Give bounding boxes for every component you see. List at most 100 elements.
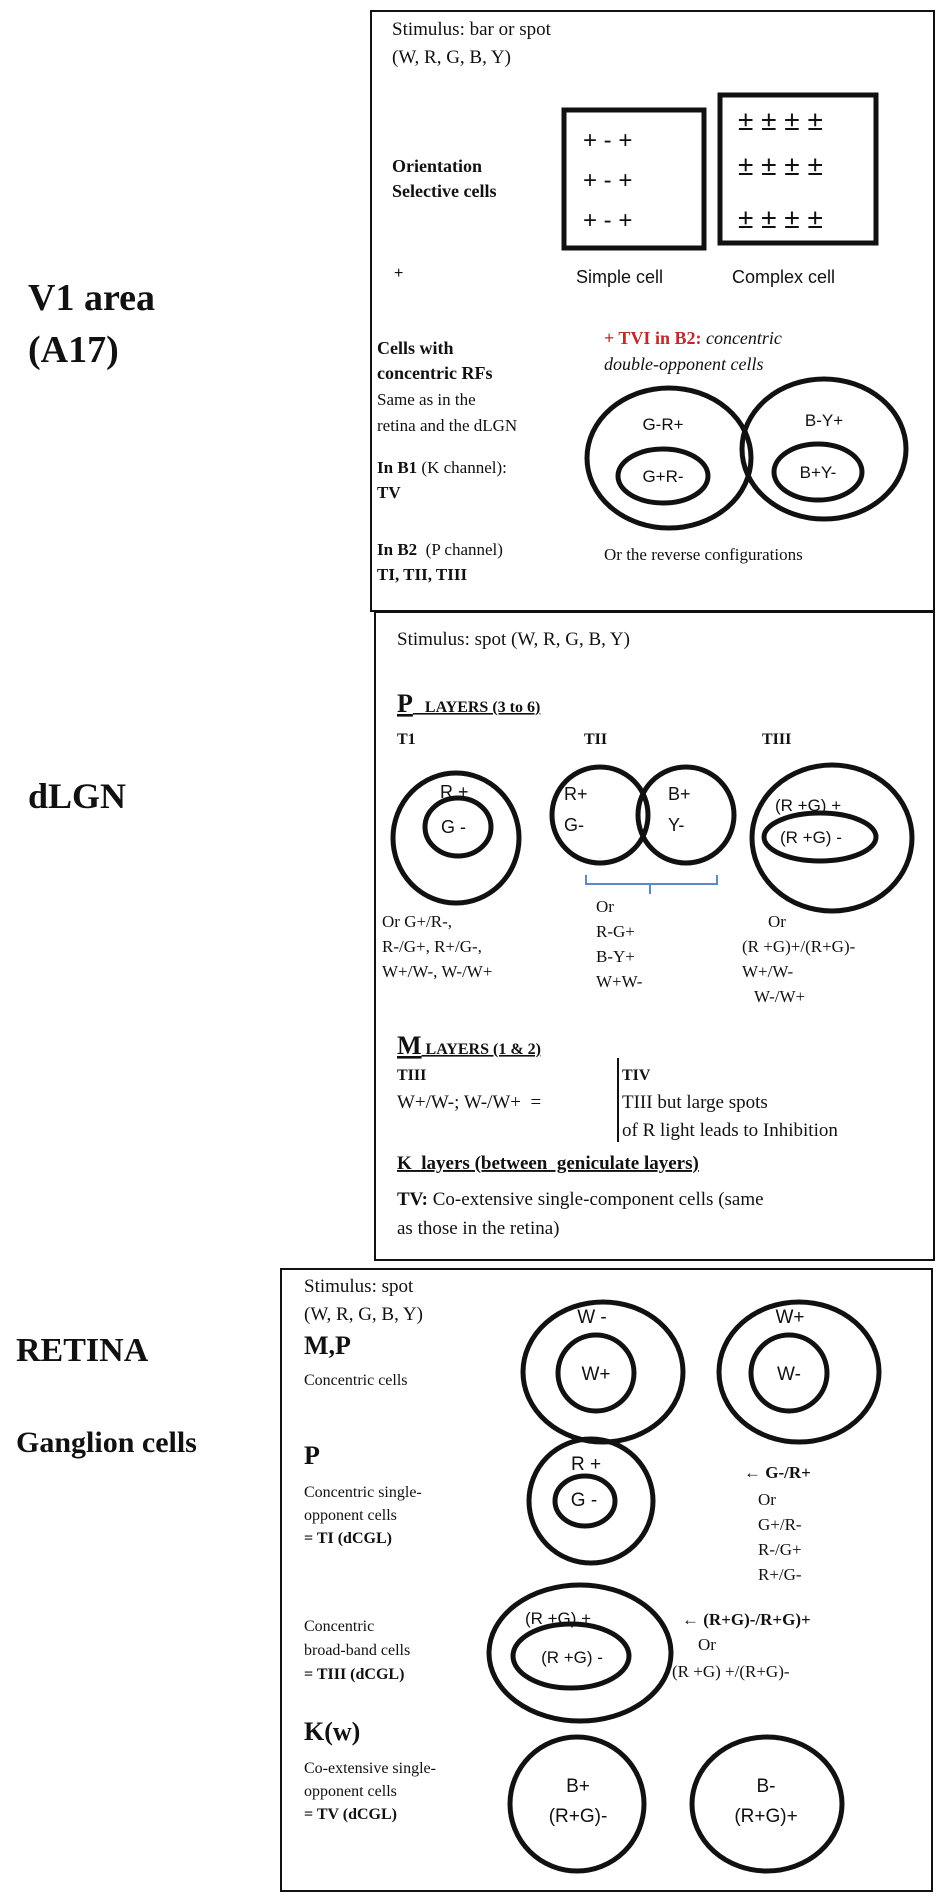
v1-cell1-inner-label: G+R- bbox=[642, 467, 683, 486]
dlgn-t1-inner-ring bbox=[422, 795, 494, 859]
v1-b2-types: TI, TII, TIII bbox=[377, 565, 467, 584]
dlgn-m-layers: LAYERS (1 & 2) bbox=[422, 1041, 541, 1058]
v1-b1-line: In B1 (K channel): bbox=[377, 458, 507, 477]
retina-bb-or-line: Or bbox=[698, 1635, 716, 1654]
dlgn-tii-or-line: W+W- bbox=[596, 972, 643, 991]
retina-k-title: K(w) bbox=[304, 1717, 360, 1746]
dlgn-m-letter: M bbox=[397, 1031, 422, 1060]
retina-p-sub-line: Concentric single- bbox=[304, 1484, 422, 1501]
retina-bb-sub-line: broad-band cells bbox=[304, 1642, 410, 1659]
retina-p-outer-ring bbox=[526, 1436, 656, 1566]
complex-cell-row: ± ± ± ± bbox=[738, 105, 823, 136]
retina-mp-cell2-outer-label: W+ bbox=[775, 1307, 804, 1328]
v1-panel bbox=[370, 10, 935, 612]
dlgn-t1-or-line: W+/W-, W-/W+ bbox=[382, 962, 492, 981]
dlgn-tiii-inner-label: (R +G) - bbox=[780, 828, 842, 847]
simple-cell-row: + - + bbox=[583, 207, 632, 234]
simple-cell-row: + - + bbox=[583, 167, 632, 194]
v1-b1-bold: In B1 bbox=[377, 458, 417, 477]
side-label-dlgn: dLGN bbox=[28, 776, 126, 816]
retina-k-cell2-line2: (R+G)+ bbox=[734, 1806, 797, 1827]
dlgn-t1-outer-label: R + bbox=[440, 782, 469, 802]
retina-p-or-line: G+/R- bbox=[758, 1515, 802, 1534]
dlgn-m-layers-heading: M LAYERS (1 & 2) bbox=[397, 1031, 541, 1060]
retina-stimulus-line1: Stimulus: spot bbox=[304, 1276, 414, 1297]
v1-same-line2: retina and the dLGN bbox=[377, 416, 517, 435]
retina-k-cell1-line1: B+ bbox=[566, 1776, 590, 1797]
v1-tvi-line1: + TVI in B2: concentric bbox=[604, 328, 782, 348]
retina-k-cell2-line1: B- bbox=[757, 1776, 776, 1797]
dlgn-p-layers-heading: P LAYERS (3 to 6) bbox=[397, 689, 540, 718]
v1-b1-rest: (K channel): bbox=[417, 458, 507, 477]
retina-mp-title: M,P bbox=[304, 1331, 351, 1360]
retina-mp-cell1-outer-label: W - bbox=[577, 1307, 607, 1328]
retina-k-cell2-ring bbox=[689, 1734, 845, 1874]
retina-p-or-line: ← G-/R+ bbox=[744, 1463, 811, 1482]
dlgn-t1-inner-label: G - bbox=[441, 817, 466, 837]
v1-cell1-outer-ring bbox=[584, 385, 754, 531]
v1-orientation-line1: Orientation bbox=[392, 156, 482, 176]
retina-p-or-line: Or bbox=[758, 1490, 776, 1509]
retina-bb-sub-line: Concentric bbox=[304, 1618, 374, 1635]
dlgn-tiii-or-line: W-/W+ bbox=[754, 987, 805, 1006]
retina-p-eq: = TI (dCGL) bbox=[304, 1530, 392, 1547]
retina-p-outer-label: R + bbox=[571, 1454, 601, 1475]
dlgn-m-text: W+/W-; W-/W+ = bbox=[397, 1092, 541, 1113]
v1-cell2-outer-ring bbox=[739, 376, 909, 522]
v1-plus-mark: + bbox=[394, 265, 403, 282]
dlgn-t1-outer-ring bbox=[390, 770, 522, 906]
dlgn-tii-b-line2: Y- bbox=[668, 815, 684, 835]
dlgn-tiii-inner-ring bbox=[761, 810, 879, 864]
retina-mp-cell1-inner-label: W+ bbox=[581, 1364, 610, 1385]
dlgn-tiii-outer-ring bbox=[749, 762, 915, 914]
dlgn-tv-line2: as those in the retina) bbox=[397, 1218, 560, 1239]
retina-bb-outer-label: (R +G) + bbox=[525, 1609, 591, 1628]
retina-panel bbox=[280, 1268, 933, 1892]
dlgn-t1-or-line: R-/G+, R+/G-, bbox=[382, 937, 482, 956]
v1-concentric-line2: concentric RFs bbox=[377, 363, 492, 383]
dlgn-tii-or-line: Or bbox=[596, 897, 614, 916]
retina-stimulus-line2: (W, R, G, B, Y) bbox=[304, 1304, 423, 1325]
v1-reverse-note: Or the reverse configurations bbox=[604, 545, 803, 564]
dlgn-k-title: K layers (between geniculate layers) bbox=[397, 1153, 699, 1174]
simple-cell-label: Simple cell bbox=[576, 267, 663, 287]
retina-k-sub-line: opponent cells bbox=[304, 1783, 397, 1800]
retina-k-cell1-line2: (R+G)- bbox=[549, 1806, 608, 1827]
dlgn-tii-a-line2: G- bbox=[564, 815, 584, 835]
dlgn-t1-label: T1 bbox=[397, 731, 416, 748]
retina-bb-inner-label: (R +G) - bbox=[541, 1648, 603, 1667]
dlgn-tii-b-line1: B+ bbox=[668, 784, 691, 804]
v1-tvi-red: + TVI in B2: bbox=[604, 328, 701, 348]
simple-cell-box bbox=[561, 107, 707, 251]
retina-mp-cell1-inner-ring bbox=[555, 1332, 637, 1414]
dlgn-panel bbox=[374, 611, 935, 1261]
retina-bb-eq: = TIII (dCGL) bbox=[304, 1666, 404, 1683]
dlgn-tv-line: TV: Co-extensive single-component cells … bbox=[397, 1189, 764, 1210]
dlgn-tii-a-ring bbox=[549, 764, 651, 866]
retina-p-inner-ring bbox=[552, 1473, 618, 1529]
v1-cell2-outer-label: B-Y+ bbox=[805, 411, 843, 430]
retina-bb-outer-ring bbox=[486, 1582, 674, 1724]
side-label-retina: RETINA bbox=[16, 1332, 149, 1369]
v1-cell1-inner-ring bbox=[615, 446, 711, 506]
v1-stimulus-line2: (W, R, G, B, Y) bbox=[392, 47, 511, 68]
retina-k-eq: = TV (dCGL) bbox=[304, 1806, 397, 1823]
v1-cell1-outer-label: G-R+ bbox=[642, 415, 683, 434]
v1-b2-rest: (P channel) bbox=[417, 540, 503, 559]
dlgn-tv-bold: TV: bbox=[397, 1189, 428, 1210]
simple-cell-row: + - + bbox=[583, 127, 632, 154]
v1-concentric-line1: Cells with bbox=[377, 338, 454, 358]
retina-mp-cell2-outer-ring bbox=[716, 1299, 882, 1445]
v1-b2-bold: In B2 bbox=[377, 540, 417, 559]
dlgn-tii-or-line: R-G+ bbox=[596, 922, 635, 941]
side-label-ganglion: Ganglion cells bbox=[16, 1426, 197, 1459]
dlgn-tii-a-line1: R+ bbox=[564, 784, 588, 804]
dlgn-tv-text: Co-extensive single-component cells (sam… bbox=[428, 1189, 764, 1210]
v1-orientation-line2: Selective cells bbox=[392, 181, 496, 201]
v1-cell2-inner-label: B+Y- bbox=[800, 463, 837, 482]
complex-cell-label: Complex cell bbox=[732, 267, 835, 287]
retina-mp-cell2-inner-label: W- bbox=[777, 1364, 801, 1385]
dlgn-tiii-or-line: W+/W- bbox=[742, 962, 793, 981]
dlgn-tiii-label: TIII bbox=[762, 731, 791, 748]
